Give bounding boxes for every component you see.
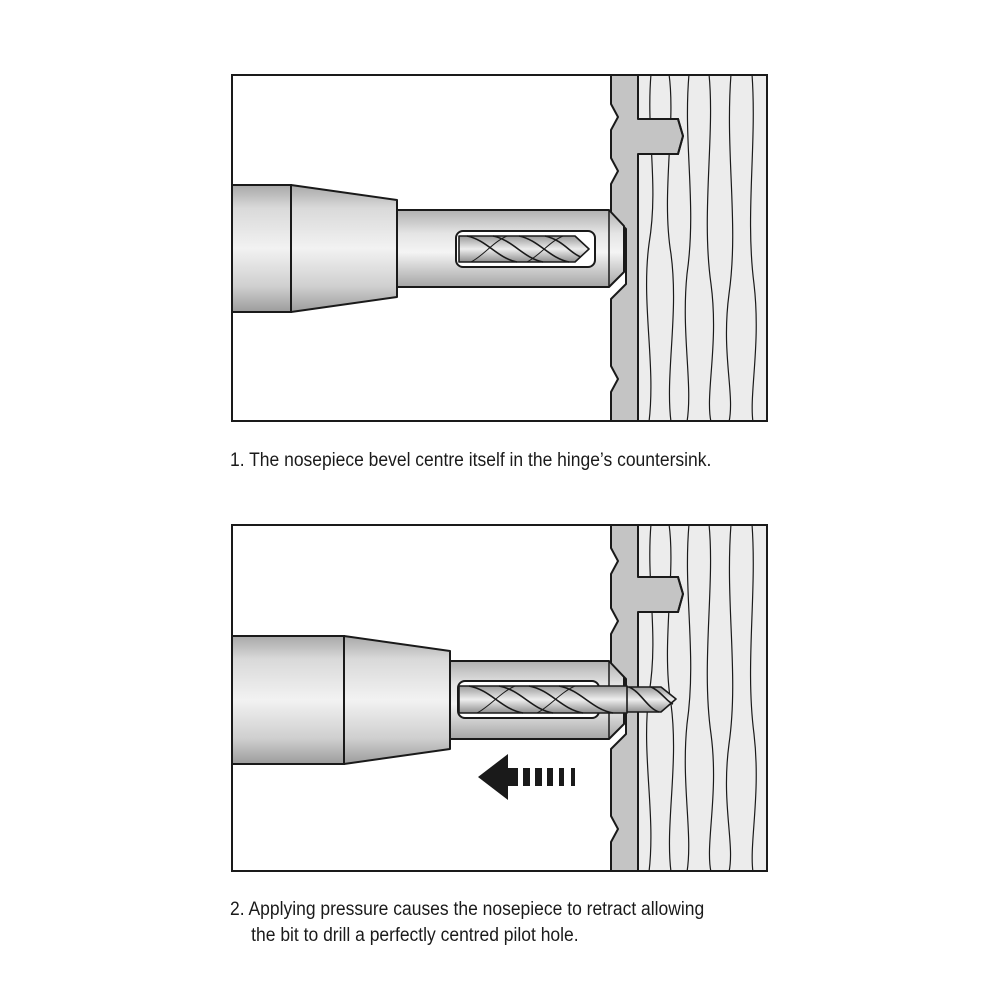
- step-text-line-2: the bit to drill a perfectly centred pil…: [251, 925, 579, 946]
- arrow-left-icon: [478, 754, 575, 800]
- hinge-plate: [610, 524, 685, 872]
- drill-body: [231, 184, 398, 313]
- diagram-panel-step-1: [231, 74, 768, 422]
- diagram-panel-step-2: [231, 524, 768, 872]
- caption-step-1: 1. The nosepiece bevel centre itself in …: [230, 448, 745, 474]
- drill-bit-tip: [623, 686, 677, 713]
- step-number: 1.: [230, 450, 245, 471]
- drill-body: [231, 635, 451, 765]
- drill-bit-icon: [458, 235, 590, 263]
- hinge-plate: [610, 74, 685, 422]
- drill-bit-icon: [458, 685, 628, 714]
- caption-step-2: 2. Applying pressure causes the nosepiec…: [230, 897, 745, 949]
- step-text-line-1: Applying pressure causes the nosepiece t…: [248, 899, 705, 920]
- step-number: 2.: [230, 899, 245, 920]
- step-text: The nosepiece bevel centre itself in the…: [249, 450, 712, 471]
